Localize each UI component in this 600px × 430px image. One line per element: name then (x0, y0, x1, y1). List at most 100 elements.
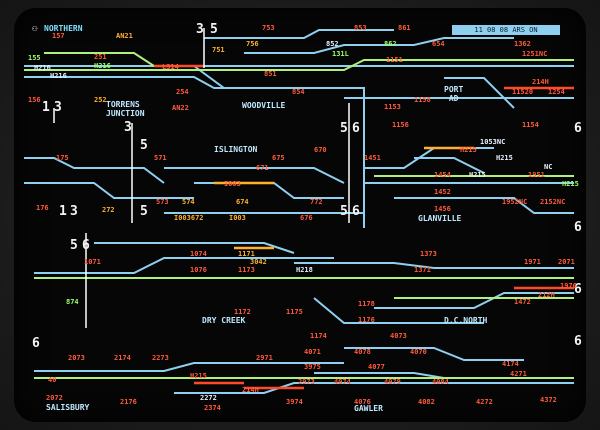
signal-1454[interactable]: 1454 (434, 171, 451, 179)
signal-156[interactable]: 156 (28, 96, 41, 104)
signal-1456[interactable]: 1456 (434, 205, 451, 213)
signal-2073[interactable]: 2073 (68, 354, 85, 362)
signal-214h[interactable]: 214H (532, 78, 549, 86)
signal-851[interactable]: 851 (264, 70, 277, 78)
signal-4073[interactable]: 4073 (390, 332, 407, 340)
signal-nc[interactable]: NC (544, 163, 553, 171)
signal-1053nc[interactable]: 1053NC (480, 138, 506, 146)
signal-1254[interactable]: 1254 (548, 88, 565, 96)
signal-h215[interactable]: H215 (460, 146, 477, 154)
signal-1452[interactable]: 1452 (434, 188, 451, 196)
signal-251[interactable]: 251 (94, 53, 107, 61)
signal-1151[interactable]: 1151 (386, 56, 403, 64)
signal-3975[interactable]: 3975 (304, 363, 321, 371)
signal-874[interactable]: 874 (66, 298, 79, 306)
signal-4079[interactable]: 4079 (384, 378, 401, 386)
signal-l314[interactable]: L314 (162, 63, 179, 71)
signal-1451[interactable]: 1451 (364, 154, 381, 162)
signal-254[interactable]: 254 (176, 88, 189, 96)
signal-571[interactable]: 571 (154, 154, 167, 162)
signal-862[interactable]: 862 (384, 40, 397, 48)
signal-h215-b[interactable]: H215 (496, 154, 513, 162)
signal-4077[interactable]: 4077 (368, 363, 385, 371)
signal-1251nc[interactable]: 1251NC (522, 50, 548, 58)
signal-1172[interactable]: 1172 (234, 308, 251, 316)
signal-670[interactable]: 670 (314, 146, 327, 154)
signal-an21[interactable]: AN21 (116, 32, 133, 40)
signal-574[interactable]: 574 (182, 198, 195, 206)
signal-3042[interactable]: 3042 (250, 258, 267, 266)
signal-1952nc[interactable]: 1952NC (502, 198, 528, 206)
signal-1951[interactable]: 1951 (528, 171, 545, 179)
signal-h218[interactable]: H218 (296, 266, 313, 274)
signal-772[interactable]: 772 (310, 198, 323, 206)
signal-2272[interactable]: 2272 (200, 394, 217, 402)
signal-h215-c[interactable]: H215 (469, 171, 486, 179)
signal-4084[interactable]: 4084 (432, 378, 449, 386)
signal-4272[interactable]: 4272 (476, 398, 493, 406)
signal-1156[interactable]: 1156 (392, 121, 409, 129)
signal-4070[interactable]: 4070 (410, 348, 427, 356)
signal-40[interactable]: 40 (48, 376, 57, 384)
signal-2174[interactable]: 2174 (114, 354, 131, 362)
signal-175[interactable]: 175 (56, 154, 69, 162)
signal-176[interactable]: 176 (36, 204, 49, 212)
signal-1976[interactable]: 1976 (560, 282, 577, 290)
signal-2152nc[interactable]: 2152NC (540, 198, 566, 206)
signal-4082[interactable]: 4082 (418, 398, 435, 406)
signal-674[interactable]: 674 (236, 198, 249, 206)
signal-4271[interactable]: 4271 (510, 370, 527, 378)
signal-1076[interactable]: 1076 (190, 266, 207, 274)
signal-1071[interactable]: 1071 (84, 258, 101, 266)
signal-2176[interactable]: 2176 (120, 398, 137, 406)
signal-157[interactable]: 157 (52, 32, 65, 40)
signal-671[interactable]: 671 (256, 164, 269, 172)
signal-h216[interactable]: H216 (34, 64, 51, 72)
signal-2374[interactable]: 2374 (204, 404, 221, 412)
signal-252[interactable]: 252 (94, 96, 107, 104)
signal-756[interactable]: 756 (246, 40, 259, 48)
signal-4071[interactable]: 4071 (304, 348, 321, 356)
signal-131l[interactable]: 131L (332, 50, 349, 58)
signal-1173[interactable]: 1173 (238, 266, 255, 274)
signal-1472[interactable]: 1472 (514, 298, 531, 306)
signal-4078[interactable]: 4078 (354, 348, 371, 356)
signal-1171[interactable]: 1171 (238, 250, 255, 258)
signal-272[interactable]: 272 (102, 206, 115, 214)
signal-1971[interactable]: 1971 (524, 258, 541, 266)
signal-4076[interactable]: 4076 (354, 398, 371, 406)
signal-h216-c[interactable]: H216 (50, 72, 67, 80)
signal-155[interactable]: 155 (28, 54, 41, 62)
signal-2273[interactable]: 2273 (152, 354, 169, 362)
signal-212h[interactable]: 212H (538, 291, 555, 299)
signal-an22[interactable]: AN22 (172, 104, 189, 112)
signal-753[interactable]: 753 (262, 24, 275, 32)
signal-i003[interactable]: I003 (224, 180, 241, 188)
signal-573[interactable]: 573 (156, 198, 169, 206)
signal-1175[interactable]: 1175 (286, 308, 303, 316)
signal-4174[interactable]: 4174 (502, 360, 519, 368)
signal-1074[interactable]: 1074 (190, 250, 207, 258)
signal-2971[interactable]: 2971 (256, 354, 273, 362)
signal-h215-d[interactable]: H215 (562, 180, 579, 188)
signal-853[interactable]: 853 (354, 24, 367, 32)
signal-1362[interactable]: 1362 (514, 40, 531, 48)
signal-2071[interactable]: 2071 (558, 258, 575, 266)
signal-854[interactable]: 854 (292, 88, 305, 96)
signal-1154[interactable]: 1154 (522, 121, 539, 129)
signal-3974[interactable]: 3974 (286, 398, 303, 406)
signal-i003672[interactable]: I003672 (174, 214, 204, 222)
signal-676[interactable]: 676 (300, 214, 313, 222)
signal-1158[interactable]: 1158 (414, 96, 431, 104)
signal-2072[interactable]: 2072 (46, 394, 63, 402)
signal-2973[interactable]: 2973 (298, 378, 315, 386)
signal-1176[interactable]: 1176 (358, 316, 375, 324)
signal-1373[interactable]: 1373 (420, 250, 437, 258)
signal-h215-e[interactable]: H215 (190, 372, 207, 380)
signal-861[interactable]: 861 (398, 24, 411, 32)
signal-1153[interactable]: 1153 (384, 103, 401, 111)
signal-4074[interactable]: 4074 (334, 378, 351, 386)
signal-214h-b[interactable]: 214H (242, 386, 259, 394)
signal-i003-b[interactable]: I003 (229, 214, 246, 222)
signal-1371[interactable]: 1371 (414, 266, 431, 274)
